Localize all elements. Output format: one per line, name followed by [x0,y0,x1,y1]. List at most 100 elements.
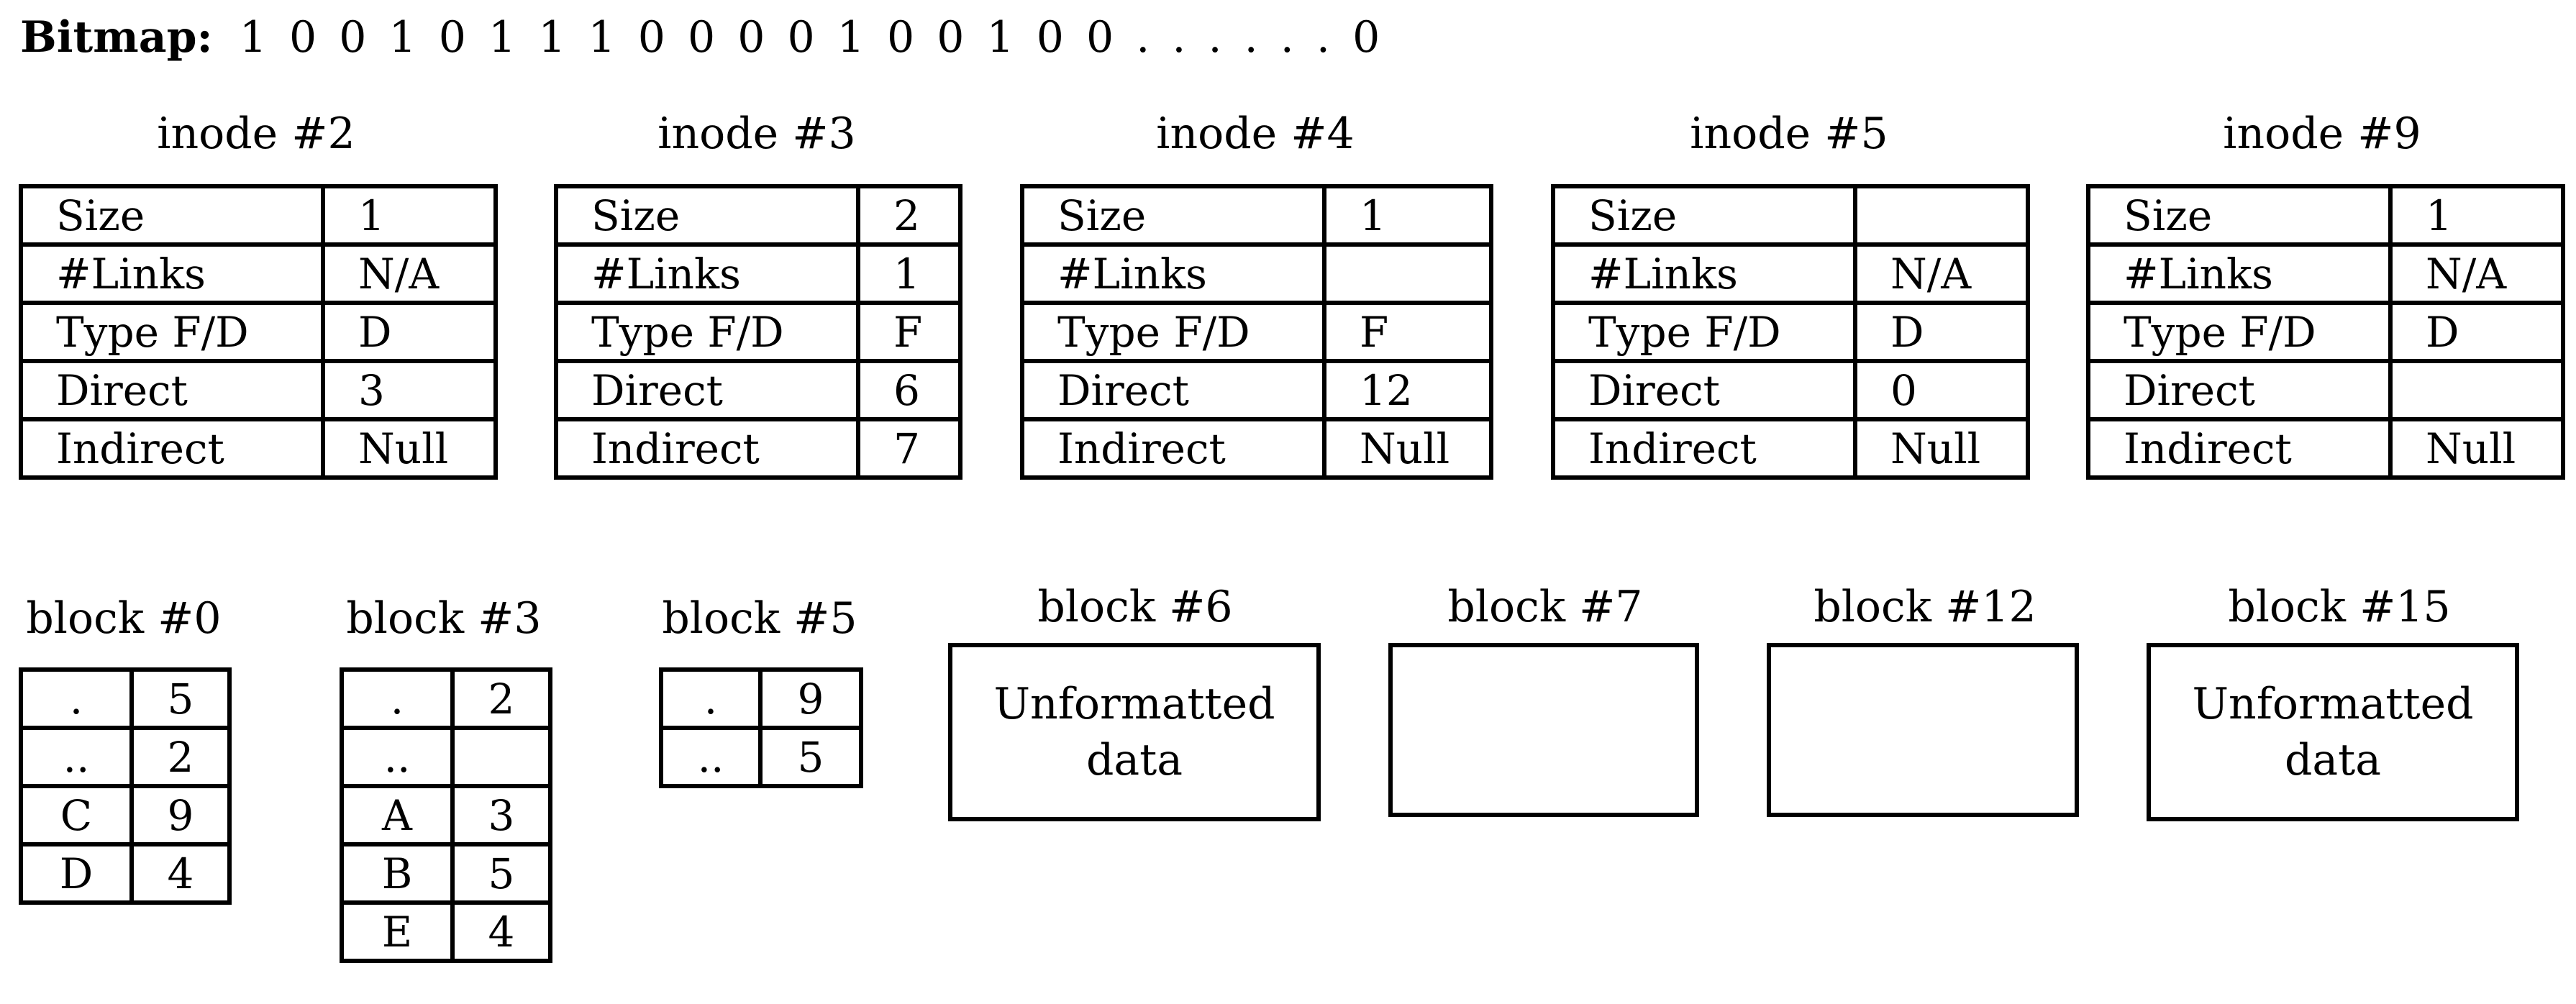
block-15-content: Unformatted data [2192,679,2474,785]
table-row: #Links N/A [2086,242,2565,305]
field-label: Indirect [554,417,860,480]
block-15-title: block #15 [2228,582,2451,632]
table-row: Size 1 [2086,184,2565,247]
table-row: A 3 [340,784,552,846]
table-row: D 4 [19,842,232,905]
field-value: 0 [1853,359,2030,421]
table-row: Indirect 7 [554,417,962,480]
entry-inode: 2 [129,726,232,788]
field-label: Size [1551,184,1857,247]
field-value: F [856,301,962,363]
block-0-table: . 5 .. 2 C 9 D 4 [19,667,232,905]
inode-2-table: Size 1 #Links N/A Type F/D D Direct 3 In… [19,184,498,480]
field-value: 7 [856,417,962,480]
bitmap-value: 1 0 0 1 0 1 1 1 0 0 0 0 1 0 0 1 0 0 . . … [239,12,1385,63]
block-12-box [1767,643,2079,817]
field-value [2388,359,2565,421]
field-label: Direct [1020,359,1326,421]
table-row: Indirect Null [1551,417,2030,480]
entry-name: A [340,784,455,846]
inode-3-table: Size 2 #Links 1 Type F/D F Direct 6 Indi… [554,184,962,480]
table-row: . 5 [19,667,232,730]
entry-name: C [19,784,134,846]
block-15-box: Unformatted data [2147,643,2519,821]
table-row: Direct 3 [19,359,498,421]
table-row: Size 2 [554,184,962,247]
field-value: F [1322,301,1493,363]
bitmap-label: Bitmap: [20,12,213,63]
field-value: N/A [2388,242,2565,305]
block-6-box: Unformatted data [948,643,1321,821]
field-label: Type F/D [2086,301,2393,363]
inode-5-table: Size #Links N/A Type F/D D Direct 0 Indi… [1551,184,2030,480]
entry-inode: 2 [450,667,552,730]
table-row: Type F/D F [554,301,962,363]
table-row: #Links [1020,242,1493,305]
field-label: #Links [2086,242,2393,305]
inode-3-title: inode #3 [657,109,856,159]
field-value: Null [2388,417,2565,480]
table-row: . 9 [659,667,863,730]
entry-name: .. [340,726,455,788]
field-value: N/A [1853,242,2030,305]
field-label: Direct [1551,359,1857,421]
inode-4-table: Size 1 #Links Type F/D F Direct 12 Indir… [1020,184,1493,480]
inode-4-title: inode #4 [1156,109,1355,159]
field-label: Indirect [1020,417,1326,480]
table-row: B 5 [340,842,552,905]
table-row: Size 1 [19,184,498,247]
field-label: Type F/D [1551,301,1857,363]
table-row: Type F/D D [2086,301,2565,363]
block-7-box [1388,643,1699,817]
entry-inode: 5 [450,842,552,905]
field-value: D [1853,301,2030,363]
table-row: E 4 [340,900,552,963]
entry-name: . [19,667,134,730]
field-value: Null [321,417,498,480]
field-value: 1 [856,242,962,305]
field-label: Size [2086,184,2393,247]
bitmap: Bitmap: 1 0 0 1 0 1 1 1 0 0 0 0 1 0 0 1 … [20,10,1384,65]
inode-9-table: Size 1 #Links N/A Type F/D D Direct Indi… [2086,184,2565,480]
block-6-content: Unformatted data [993,679,1275,785]
block-5-table: . 9 .. 5 [659,667,863,788]
field-value: N/A [321,242,498,305]
block-3-table: . 2 .. A 3 B 5 E 4 [340,667,552,963]
inode-5-title: inode #5 [1690,109,1888,159]
entry-inode: 5 [129,667,232,730]
table-row: Type F/D D [1551,301,2030,363]
table-row: .. 5 [659,726,863,788]
field-value: 1 [2388,184,2565,247]
entry-name: . [340,667,455,730]
entry-name: E [340,900,455,963]
table-row: Size [1551,184,2030,247]
entry-name: .. [19,726,134,788]
table-row: Direct 6 [554,359,962,421]
entry-inode: 9 [758,667,863,730]
table-row: . 2 [340,667,552,730]
table-row: Direct 0 [1551,359,2030,421]
field-label: Type F/D [19,301,325,363]
field-label: #Links [1020,242,1326,305]
field-label: Type F/D [554,301,860,363]
table-row: #Links N/A [19,242,498,305]
field-value: 2 [856,184,962,247]
entry-name: D [19,842,134,905]
field-label: Direct [19,359,325,421]
field-label: #Links [1551,242,1857,305]
field-value: 1 [321,184,498,247]
table-row: #Links 1 [554,242,962,305]
entry-name: . [659,667,763,730]
entry-inode: 3 [450,784,552,846]
block-12-title: block #12 [1813,582,2036,632]
field-label: Type F/D [1020,301,1326,363]
field-label: Indirect [2086,417,2393,480]
table-row: Size 1 [1020,184,1493,247]
table-row: Indirect Null [1020,417,1493,480]
inode-9-title: inode #9 [2223,109,2421,159]
field-value: Null [1322,417,1493,480]
block-6-title: block #6 [1037,582,1233,632]
inode-2-title: inode #2 [157,109,355,159]
entry-inode [450,726,552,788]
block-3-title: block #3 [346,593,542,644]
